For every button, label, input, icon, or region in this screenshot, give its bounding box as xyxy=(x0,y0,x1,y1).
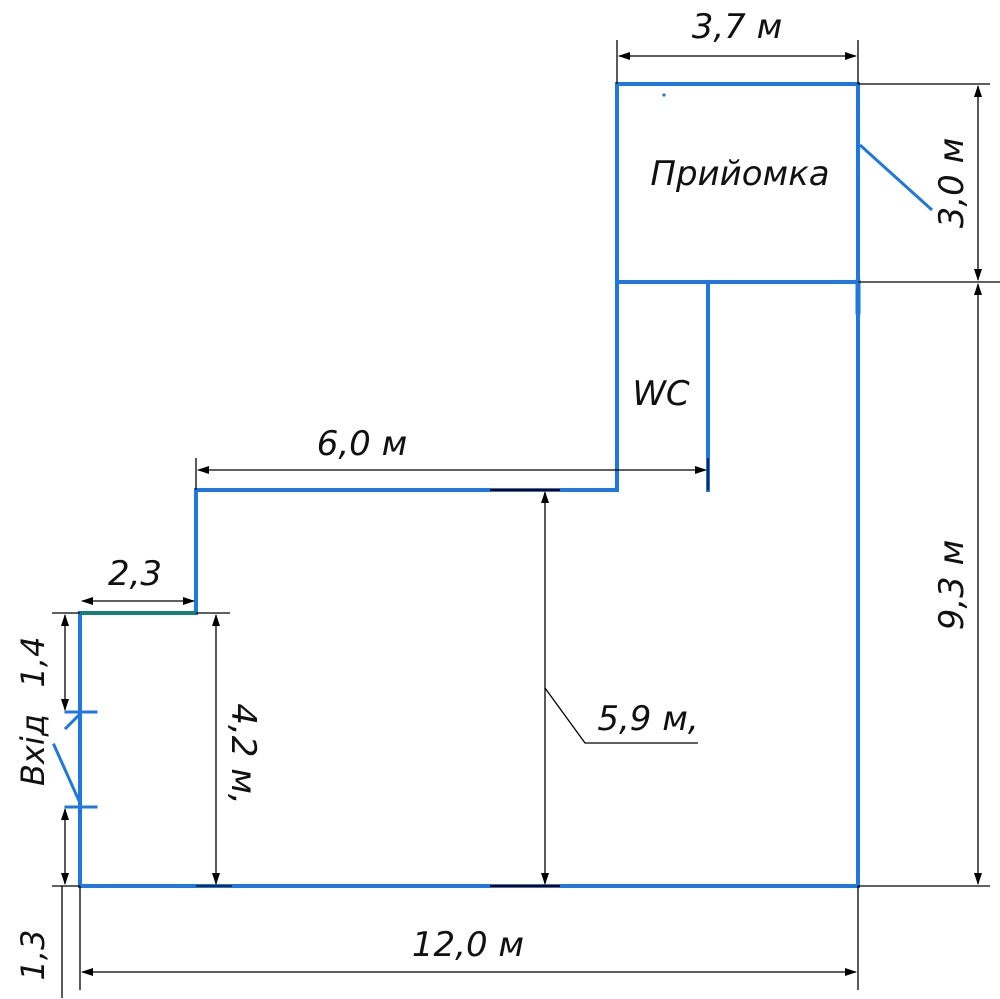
walls xyxy=(78,82,861,888)
dim-label-reception-width: 3,7 м xyxy=(692,7,783,47)
leader-reception-height xyxy=(858,143,934,212)
dim-label-total-width: 12,0 м xyxy=(412,925,524,965)
labels: Прийомка WC 3,7 м 6,0 м 2,3 5,9 м, 12,0 … xyxy=(14,7,972,980)
dim-label-reception-height: 3,0 м xyxy=(932,138,972,229)
reception-mark xyxy=(662,93,666,97)
dim-label-right-height: 9,3 м xyxy=(932,540,972,631)
dim-label-entrance-bottom: 1,3 xyxy=(14,930,52,981)
dim-label-corridor-width: 6,0 м xyxy=(317,424,408,464)
dim-label-step-width: 2,3 xyxy=(108,554,162,594)
dimension-lines xyxy=(61,52,982,976)
door-leaf-top xyxy=(63,711,83,731)
room-label-reception: Прийомка xyxy=(650,154,829,194)
dim-label-left-height: 4,2 м, xyxy=(223,703,263,804)
entrance-label: Вхід xyxy=(14,714,52,786)
entrance-door xyxy=(52,710,98,809)
outer-wall xyxy=(78,82,860,888)
leader-inner-height xyxy=(544,687,698,744)
door-leaf xyxy=(52,743,82,805)
room-label-wc: WC xyxy=(632,374,690,414)
extension-lines xyxy=(52,40,1000,998)
dim-label-inner-height: 5,9 м, xyxy=(597,699,698,739)
dim-label-entrance-top: 1,4 xyxy=(14,637,52,688)
